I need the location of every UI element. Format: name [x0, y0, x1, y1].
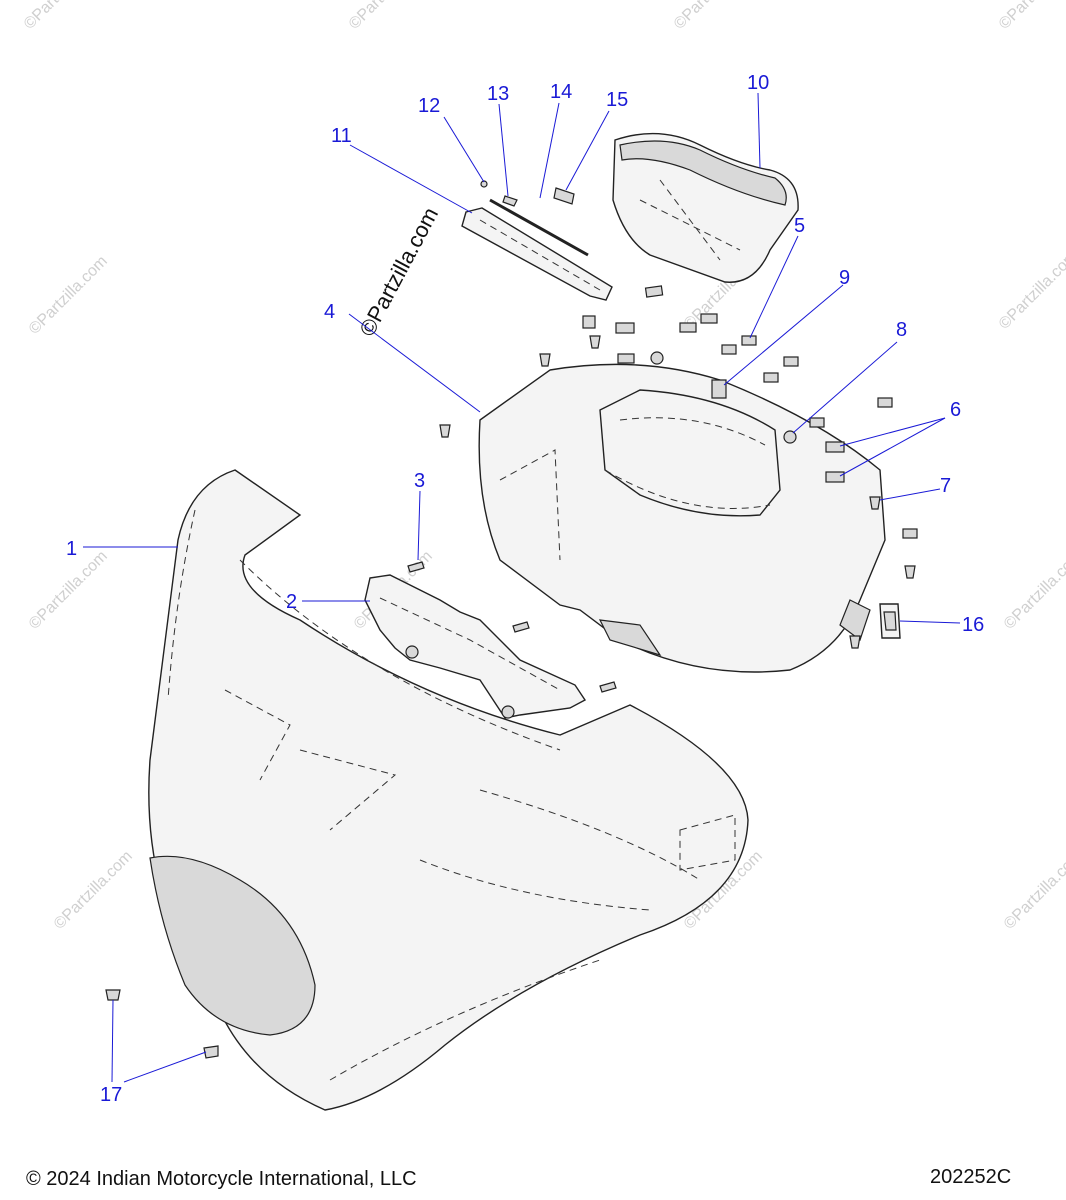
small-hardware — [480, 180, 589, 257]
callout-3: 3 — [414, 470, 425, 492]
watermark: ©Partzilla.com — [1001, 848, 1066, 933]
part-3-screws — [407, 561, 617, 693]
callout-16: 16 — [962, 614, 984, 636]
callout-14: 14 — [550, 81, 572, 103]
callout-10: 10 — [747, 72, 769, 94]
callout-4: 4 — [324, 301, 335, 323]
watermark: ©Partzilla.com — [26, 253, 111, 338]
callouts: 1 2 3 4 5 6 7 8 9 10 11 12 13 14 15 16 1… — [66, 72, 984, 1106]
callout-8: 8 — [896, 319, 907, 341]
clips-and-pads — [439, 285, 918, 649]
diagram-code: 202252C — [930, 1166, 1012, 1188]
watermark: ©Partzilla.com — [1001, 548, 1066, 633]
part-1-outer-fairing — [148, 469, 749, 1111]
part-2-bracket — [364, 574, 587, 719]
callout-1: 1 — [66, 538, 77, 560]
callout-15: 15 — [606, 89, 628, 111]
callout-6: 6 — [950, 399, 961, 421]
part-4-inner-fairing — [478, 363, 886, 673]
callout-13: 13 — [487, 83, 509, 105]
watermark: ©Partzilla.com — [51, 848, 136, 933]
part-10-storage-tray — [612, 132, 799, 283]
copyright-notice: © 2024 Indian Motorcycle International, … — [26, 1168, 417, 1190]
part-17-bolts — [105, 989, 219, 1059]
watermark: ©Partzilla.com — [671, 0, 756, 33]
leader-lines — [83, 92, 961, 1083]
callout-9: 9 — [839, 267, 850, 289]
watermark: ©Partzilla.com — [346, 0, 431, 33]
watermark: ©Partzilla.com — [996, 0, 1066, 33]
callout-11: 11 — [331, 125, 352, 147]
watermark: ©Partzilla.com — [996, 248, 1066, 333]
part-16-pad — [879, 603, 901, 639]
callout-5: 5 — [794, 215, 805, 237]
callout-7: 7 — [940, 475, 951, 497]
watermark: ©Partzilla.com — [26, 548, 111, 633]
callout-17: 17 — [100, 1084, 122, 1106]
callout-2: 2 — [286, 591, 297, 613]
watermark: ©Partzilla.com — [21, 0, 106, 33]
watermark-large: ©Partzilla.com — [354, 203, 443, 340]
part-11-strip — [461, 207, 613, 301]
callout-12: 12 — [418, 95, 440, 117]
